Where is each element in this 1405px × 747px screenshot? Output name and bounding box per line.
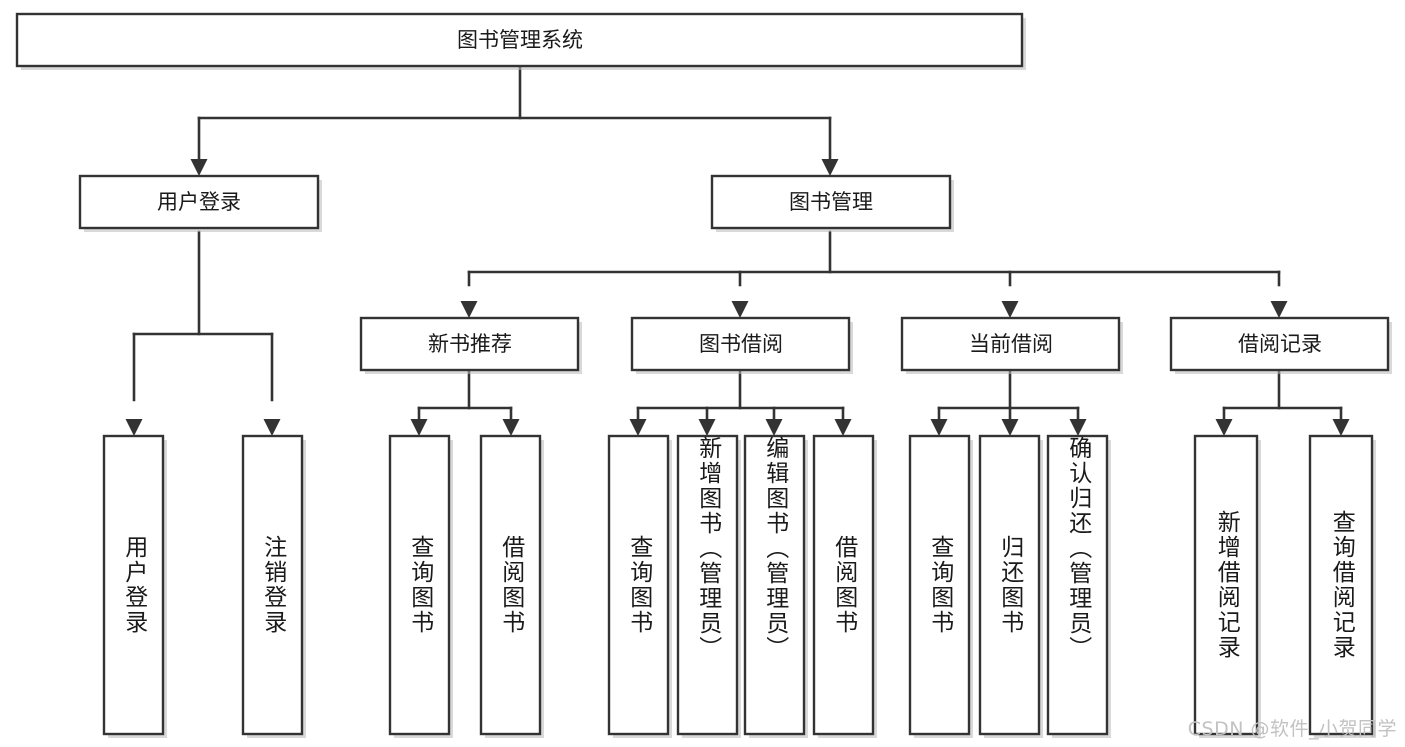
- connector-group-book-manage: [467, 230, 1281, 287]
- node-leaf-borrow-book-1[interactable]: [479, 434, 544, 738]
- connector-group-user-login: [132, 230, 274, 402]
- node-user-login[interactable]: 用户登录: [78, 174, 322, 232]
- node-leaf-confirm-return[interactable]: [1046, 434, 1111, 738]
- arrow-book-manage-to-book-borrow: [731, 301, 749, 318]
- arrow-book-borrow-to-leaf-2: [698, 419, 716, 436]
- arrow-book-manage-to-new-book-recommend: [460, 301, 478, 318]
- node-user-login-label: 用户登录: [157, 190, 241, 214]
- arrow-borrow-record-to-leaf-2: [1332, 419, 1350, 436]
- csdn-watermark: CSDN @软件_小贺同学: [1187, 718, 1397, 740]
- arrow-book-manage-to-current-borrow: [1001, 301, 1019, 318]
- node-book-manage[interactable]: 图书管理: [710, 174, 954, 232]
- arrow-user-login-to-leaf-2: [263, 419, 281, 436]
- node-new-book-recommend-label: 新书推荐: [428, 332, 512, 356]
- connector-group-new-book-recommend: [417, 370, 513, 420]
- arrow-root-to-book-manage: [821, 159, 839, 176]
- node-leaf-borrow-book-2[interactable]: [812, 434, 877, 738]
- node-leaf-edit-book[interactable]: [743, 434, 808, 738]
- node-current-borrow-label: 当前借阅: [969, 332, 1053, 356]
- arrow-new-book-recommend-to-leaf-2: [502, 419, 520, 436]
- arrow-book-borrow-to-leaf-1: [629, 419, 647, 436]
- node-current-borrow[interactable]: 当前借阅: [900, 316, 1123, 374]
- node-leaf-add-book[interactable]: [676, 434, 741, 738]
- arrow-borrow-record-to-leaf-1: [1215, 419, 1233, 436]
- node-leaf-query-book-1[interactable]: [388, 434, 453, 738]
- node-book-borrow-label: 图书借阅: [699, 332, 783, 356]
- arrow-book-manage-to-borrow-record: [1270, 301, 1288, 318]
- node-leaf-logout-login[interactable]: [241, 434, 306, 738]
- arrow-user-login-to-leaf-1: [125, 419, 143, 436]
- connector-group-root: [197, 64, 832, 160]
- arrow-current-borrow-to-leaf-2: [1001, 419, 1019, 436]
- node-leaf-query-record[interactable]: [1308, 434, 1376, 738]
- connector-group-borrow-record: [1222, 370, 1343, 420]
- arrow-book-borrow-to-leaf-3: [765, 419, 783, 436]
- node-leaf-return-book[interactable]: [978, 434, 1043, 738]
- arrow-new-book-recommend-to-leaf-1: [410, 419, 428, 436]
- node-borrow-record[interactable]: 借阅记录: [1169, 316, 1392, 374]
- node-leaf-query-book-2[interactable]: [607, 434, 672, 738]
- node-leaf-query-book-3[interactable]: [908, 434, 973, 738]
- connector-group-current-borrow: [937, 370, 1080, 420]
- node-borrow-record-label: 借阅记录: [1238, 332, 1322, 356]
- connector-group-book-borrow: [636, 370, 845, 420]
- arrow-book-borrow-to-leaf-4: [834, 419, 852, 436]
- node-root-label: 图书管理系统: [457, 28, 583, 52]
- node-root[interactable]: 图书管理系统: [15, 12, 1026, 70]
- node-leaf-user-login[interactable]: [102, 434, 167, 738]
- arrow-root-to-user-login: [190, 159, 208, 176]
- node-book-borrow[interactable]: 图书借阅: [630, 316, 853, 374]
- node-book-manage-label: 图书管理: [789, 190, 873, 214]
- node-new-book-recommend[interactable]: 新书推荐: [359, 316, 582, 374]
- arrow-current-borrow-to-leaf-3: [1069, 419, 1087, 436]
- node-leaf-add-record[interactable]: [1193, 434, 1261, 738]
- arrow-current-borrow-to-leaf-1: [930, 419, 948, 436]
